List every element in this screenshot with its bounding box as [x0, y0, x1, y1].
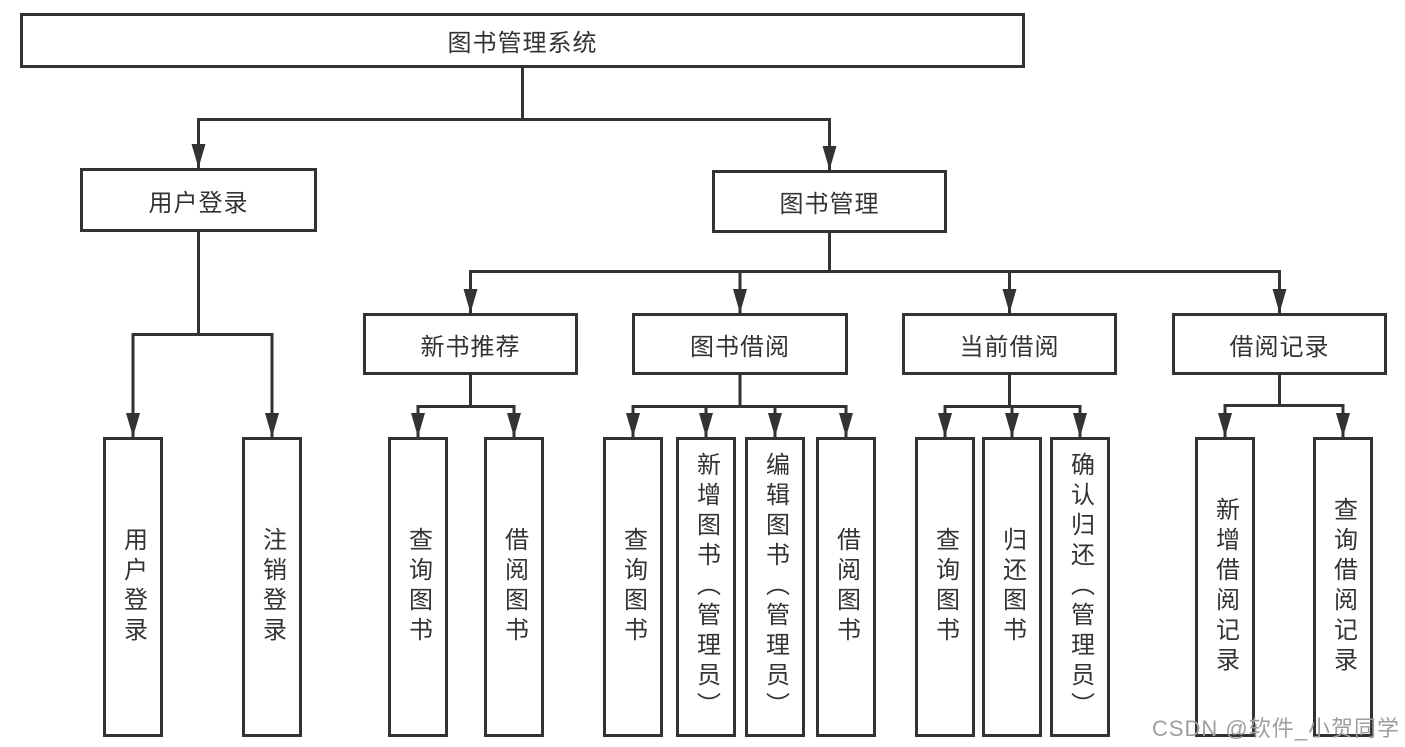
- leaf-logout: 注销登录: [242, 437, 302, 737]
- connector-records-to-leaves: [1223, 375, 1345, 437]
- leaf-label: 注销登录: [258, 527, 286, 647]
- connector-bookmgmt-to-level3: [469, 233, 1281, 313]
- leaf-add-borrow-record: 新增借阅记录: [1195, 437, 1255, 737]
- leaf-label: 查询图书: [404, 527, 432, 647]
- node-label: 图书管理: [779, 191, 880, 218]
- leaf-edit-book-admin: 编辑图书（管理员）: [745, 437, 805, 737]
- leaf-borrow-books: 借阅图书: [816, 437, 876, 737]
- node-new-book-recommendation: 新书推荐: [363, 313, 578, 375]
- connector-userlogin-to-leaves: [131, 232, 274, 437]
- node-book-borrowing: 图书借阅: [632, 313, 848, 375]
- leaf-label: 新增借阅记录: [1211, 497, 1239, 677]
- leaf-user-login: 用户登录: [103, 437, 163, 737]
- leaf-label: 归还图书: [998, 527, 1026, 647]
- leaf-query-borrow-record: 查询借阅记录: [1313, 437, 1373, 737]
- leaf-label: 编辑图书（管理员）: [761, 452, 789, 722]
- node-label: 图书管理系统: [447, 30, 598, 57]
- arrowhead-icons: [126, 144, 1350, 437]
- node-borrowing-records: 借阅记录: [1172, 313, 1387, 375]
- node-current-borrowing: 当前借阅: [902, 313, 1117, 375]
- leaf-label: 借阅图书: [500, 527, 528, 647]
- connector-bookborrow-to-leaves: [631, 375, 848, 437]
- leaf-add-book-admin: 新增图书（管理员）: [676, 437, 736, 737]
- node-label: 图书借阅: [690, 333, 790, 361]
- leaf-borrow-books: 借阅图书: [484, 437, 544, 737]
- leaf-label: 用户登录: [119, 527, 147, 647]
- node-label: 新书推荐: [420, 333, 521, 361]
- connector-newbook-to-leaves: [416, 375, 516, 437]
- node-library-management-system: 图书管理系统: [20, 13, 1025, 68]
- leaf-label: 查询图书: [931, 527, 959, 647]
- node-label: 当前借阅: [959, 333, 1060, 361]
- leaf-confirm-return-admin: 确认归还（管理员）: [1050, 437, 1110, 737]
- leaf-query-books: 查询图书: [603, 437, 663, 737]
- csdn-watermark: CSDN @软件_小贺同学: [1151, 716, 1400, 741]
- node-book-management: 图书管理: [712, 170, 947, 233]
- leaf-label: 新增图书（管理员）: [692, 452, 720, 722]
- leaf-label: 借阅图书: [832, 527, 860, 647]
- leaf-query-books: 查询图书: [388, 437, 448, 737]
- node-user-login: 用户登录: [80, 168, 317, 232]
- leaf-return-books: 归还图书: [982, 437, 1042, 737]
- connector-root-to-level2: [197, 68, 831, 170]
- leaf-label: 确认归还（管理员）: [1066, 452, 1094, 722]
- leaf-query-books: 查询图书: [915, 437, 975, 737]
- node-label: 借阅记录: [1229, 333, 1330, 361]
- leaf-label: 查询图书: [619, 527, 647, 647]
- node-label: 用户登录: [148, 189, 249, 217]
- leaf-label: 查询借阅记录: [1329, 497, 1357, 677]
